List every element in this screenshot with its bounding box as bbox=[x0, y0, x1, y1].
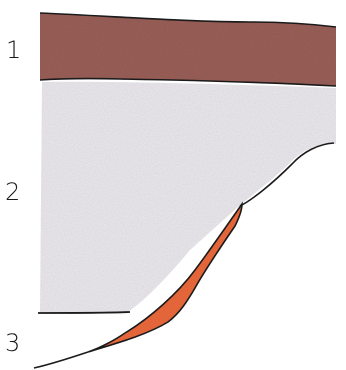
top-layer-band bbox=[40, 13, 336, 86]
fault-surface-upper bbox=[239, 142, 335, 207]
top-layer-lower-outline bbox=[39, 77, 337, 87]
lens-wedge bbox=[88, 204, 242, 352]
layer-label-1: 1 bbox=[6, 36, 21, 64]
middle-layer-block bbox=[40, 81, 336, 312]
lens-outline bbox=[87, 201, 243, 353]
layer-label-3: 3 bbox=[5, 329, 20, 357]
middle-layer-bottom-outline bbox=[37, 311, 131, 314]
layer-label-2: 2 bbox=[5, 178, 20, 206]
fault-surface-lower bbox=[33, 351, 89, 369]
top-layer-upper-outline bbox=[39, 12, 337, 28]
